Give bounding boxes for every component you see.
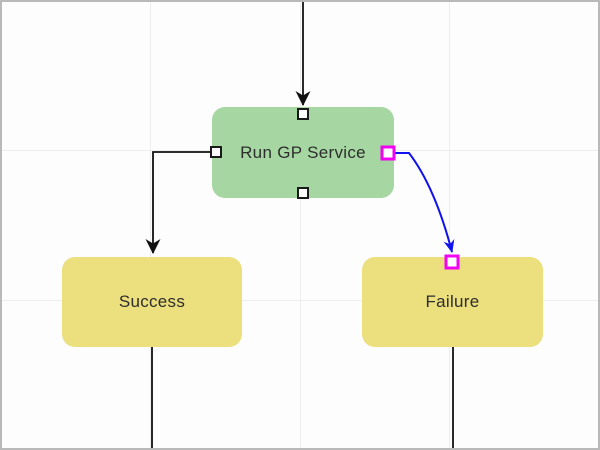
gridline-vertical bbox=[300, 2, 301, 448]
node-success-label: Success bbox=[118, 292, 186, 311]
port-failure-top-selected[interactable] bbox=[444, 254, 460, 270]
port-run-gp-right-selected[interactable] bbox=[380, 145, 396, 161]
node-failure-label: Failure bbox=[425, 292, 480, 311]
node-success[interactable]: Success bbox=[62, 257, 242, 347]
node-run-gp-service[interactable]: Run GP Service bbox=[212, 107, 394, 198]
node-failure[interactable]: Failure bbox=[362, 257, 543, 347]
connector-run-gp-to-failure-selected[interactable] bbox=[394, 152, 455, 253]
gridline-vertical bbox=[150, 2, 151, 448]
port-run-gp-left[interactable] bbox=[210, 146, 222, 158]
port-run-gp-bottom[interactable] bbox=[297, 187, 309, 199]
port-run-gp-top[interactable] bbox=[297, 108, 309, 120]
gridline-horizontal bbox=[2, 300, 598, 301]
node-run-gp-service-label: Run GP Service bbox=[240, 142, 366, 162]
connector-run-gp-to-success[interactable] bbox=[145, 151, 211, 254]
gridline-vertical bbox=[449, 2, 450, 448]
